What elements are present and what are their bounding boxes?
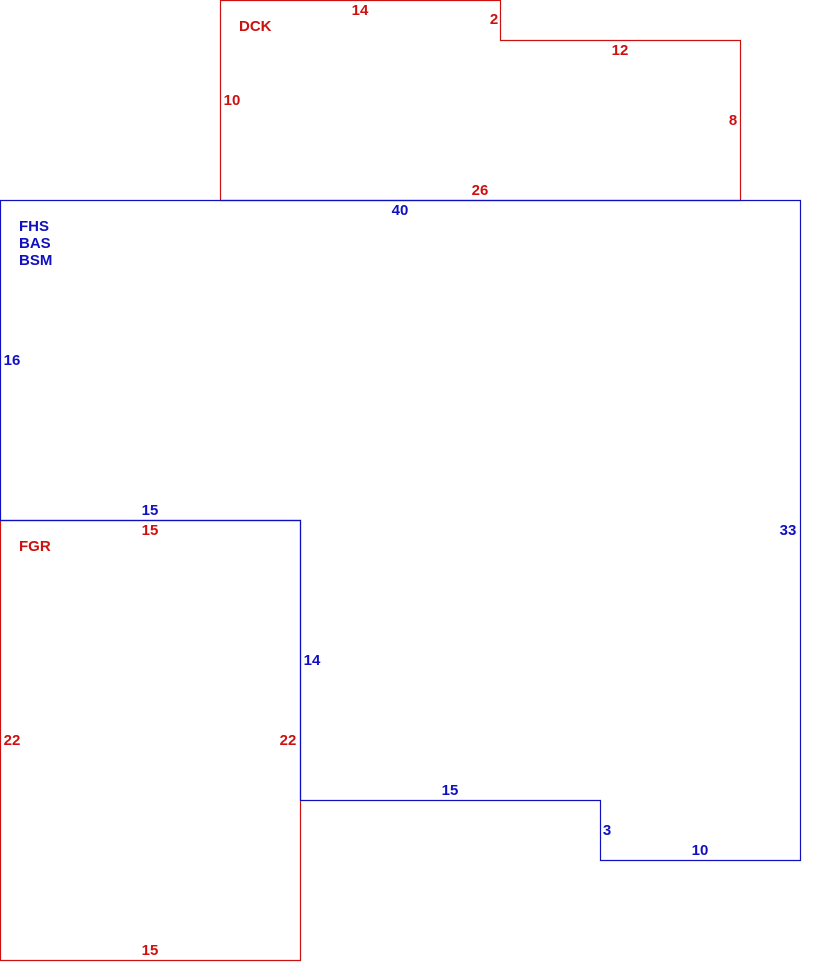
garage-dim-left: 22 [4, 732, 21, 749]
house-area-code-3: BSM [19, 252, 52, 269]
garage-dim-right: 22 [280, 732, 297, 749]
deck-dim-right: 8 [729, 112, 737, 129]
house-area-code-2: BAS [19, 235, 51, 252]
house-dim-top: 40 [392, 202, 409, 219]
garage-outline [0, 519, 302, 962]
garage-dim-bottom: 15 [142, 942, 159, 959]
house-dim-right: 33 [780, 522, 797, 539]
deck-dim-top-right: 12 [612, 42, 629, 59]
deck-dim-top-left: 14 [352, 2, 369, 19]
house-outline [0, 199, 802, 862]
deck-dim-step: 2 [490, 11, 498, 28]
house-dim-garage-top: 15 [142, 502, 159, 519]
house-dim-left: 16 [4, 352, 21, 369]
deck-outline [219, 0, 742, 202]
garage-dim-top: 15 [142, 522, 159, 539]
house-area-code-1: FHS [19, 218, 49, 235]
deck-area-code: DCK [239, 18, 272, 35]
house-dim-garage-side: 14 [304, 652, 321, 669]
house-dim-step: 3 [603, 822, 611, 839]
deck-dim-bottom: 26 [472, 182, 489, 199]
house-dim-bottom-right: 10 [692, 842, 709, 859]
house-dim-bottom-middle: 15 [442, 782, 459, 799]
deck-dim-left: 10 [224, 92, 241, 109]
garage-area-code: FGR [19, 538, 51, 555]
